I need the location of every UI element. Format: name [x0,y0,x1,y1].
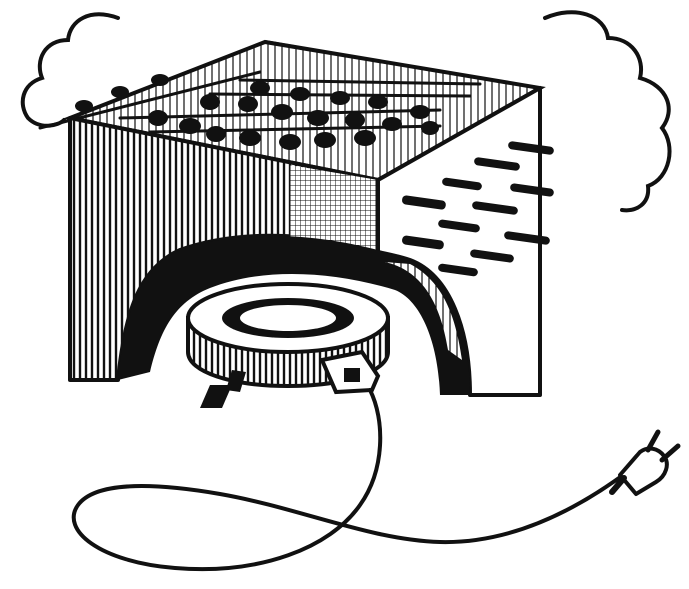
meat-piece-icon [330,91,350,105]
meat-piece-icon [314,132,336,148]
smoke-icon [20,12,120,128]
vent-slot [474,157,520,171]
meat-piece-icon [206,126,226,142]
meat-piece-icon [179,118,201,134]
power-plug-icon [609,429,681,496]
hotplate-leg [226,370,246,392]
meat-piece-icon [354,130,376,146]
meat-piece-icon [290,87,310,101]
meat-piece-icon [307,110,329,126]
arch-inner-edge [385,262,462,360]
meat-group [75,74,439,150]
vent-slot [402,195,446,210]
vent-slot [402,235,444,250]
meat-piece-icon [382,117,402,131]
vent-slot [472,201,518,215]
vent-slot [442,177,482,191]
vent-slot [438,219,480,233]
meat-piece-icon [250,81,270,95]
hotplate-connector-slot [344,368,360,382]
skewer-icon [238,78,482,86]
meat-piece-icon [410,105,430,119]
meat-piece-icon [421,121,439,135]
vent-slot [510,183,554,197]
vent-slot [438,263,478,277]
vent-slot [508,141,554,155]
meat-piece-icon [200,94,220,110]
hotplate-leg [200,385,232,408]
meat-piece-icon [368,95,388,109]
power-cord [71,388,632,572]
meat-piece-icon [148,110,168,126]
meat-piece-icon [239,130,261,146]
vent-slot [504,231,550,245]
meat-piece-icon [111,86,129,98]
electric-hotplate-icon [186,282,390,408]
front-wall-mesh [290,165,378,250]
meat-piece-icon [345,112,365,128]
meat-piece-icon [271,104,293,120]
vent-slot [470,249,514,263]
meat-piece-icon [75,100,93,112]
grill-interior-shadow [118,235,470,395]
smoke-icon [543,10,672,213]
meat-piece-icon [279,134,301,150]
vent-slots [402,141,554,277]
meat-piece-icon [238,96,258,112]
hotplate-burner-center [240,305,336,331]
meat-piece-icon [151,74,169,86]
